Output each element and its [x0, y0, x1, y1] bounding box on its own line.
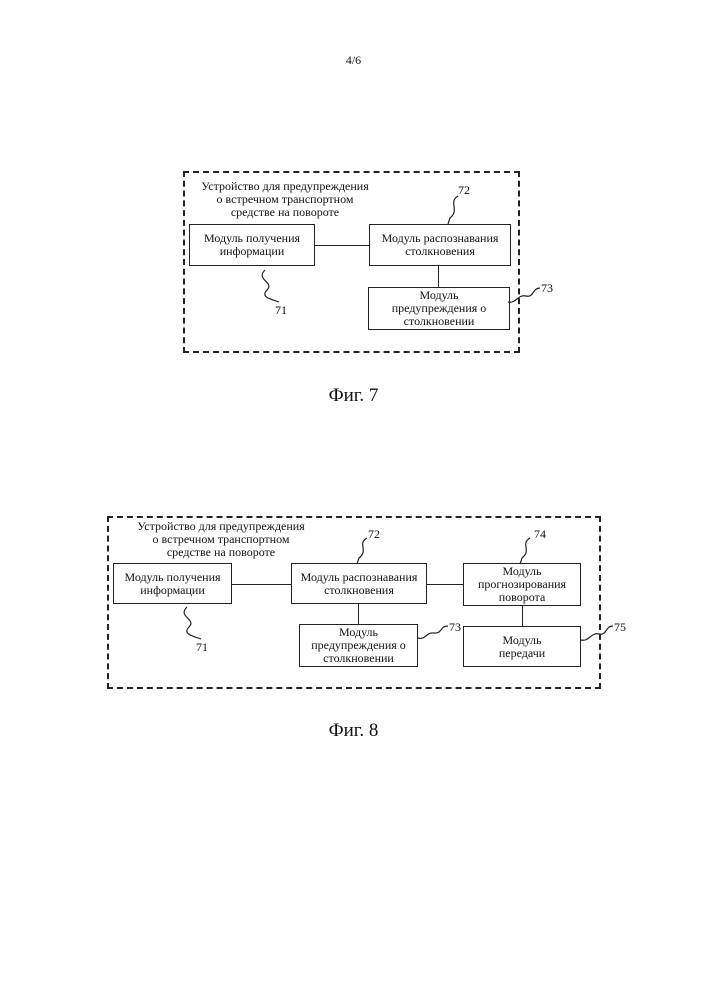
fig7-warning-module: Модуль предупреждения о столкновении	[368, 287, 510, 330]
fig7-leader-warning	[508, 286, 542, 308]
fig8-warning-module-line: столкновении	[311, 652, 406, 665]
fig7-info-module: Модуль получения информации	[189, 224, 315, 266]
fig7-recognition-module-line: столкновения	[382, 245, 499, 258]
fig7-leader-info	[255, 270, 285, 304]
fig7-connector-recognition-warning	[438, 266, 439, 287]
fig8-info-module: Модуль получения информации	[113, 563, 232, 604]
fig7-info-module-line: информации	[204, 245, 300, 258]
fig8-recognition-module: Модуль распознавания столкновения	[291, 563, 427, 604]
fig8-leader-warning	[418, 624, 450, 644]
fig8-connector-prediction-transmit	[522, 606, 523, 626]
fig7-recognition-module: Модуль распознавания столкновения	[369, 224, 511, 266]
fig8-warning-module: Модуль предупреждения о столкновении	[299, 624, 418, 667]
fig8-prediction-module: Модуль прогнозирования поворота	[463, 563, 581, 606]
fig7-leader-recognition	[444, 196, 464, 226]
fig7-ref-warning: 73	[541, 281, 553, 296]
fig8-leader-recognition	[353, 538, 373, 566]
fig7-connector-info-recognition	[315, 245, 369, 246]
fig8-leader-prediction	[516, 538, 536, 566]
fig8-prediction-module-line: поворота	[478, 591, 566, 604]
fig8-transmit-module: Модуль передачи	[463, 626, 581, 667]
page-number: 4/6	[0, 53, 707, 68]
fig8-info-module-line: информации	[124, 584, 220, 597]
fig8-recognition-module-line: столкновения	[301, 584, 418, 597]
fig7-ref-info: 71	[275, 303, 287, 318]
fig7-caption: Фиг. 7	[0, 385, 707, 407]
fig8-connector-info-recognition	[232, 584, 291, 585]
fig8-ref-warning: 73	[449, 620, 461, 635]
fig8-connector-recognition-warning	[358, 604, 359, 624]
fig8-transmit-module-line: Модуль	[499, 634, 545, 647]
fig8-ref-transmit: 75	[614, 620, 626, 635]
fig8-leader-info	[177, 607, 207, 641]
fig7-device-title: Устройство для предупреждения о встречно…	[200, 180, 370, 219]
fig8-caption: Фиг. 8	[0, 720, 707, 742]
fig8-device-title-line: средстве на повороте	[121, 546, 321, 559]
fig8-connector-recognition-prediction	[427, 584, 463, 585]
fig8-transmit-module-line: передачи	[499, 647, 545, 660]
fig8-leader-transmit	[581, 624, 615, 646]
fig8-recognition-module-line: Модуль распознавания	[301, 571, 418, 584]
fig8-info-module-line: Модуль получения	[124, 571, 220, 584]
fig8-device-title: Устройство для предупреждения о встречно…	[121, 520, 321, 559]
fig8-ref-info: 71	[196, 640, 208, 655]
fig7-warning-module-line: столкновении	[392, 315, 487, 328]
fig7-device-title-line: средстве на повороте	[200, 206, 370, 219]
